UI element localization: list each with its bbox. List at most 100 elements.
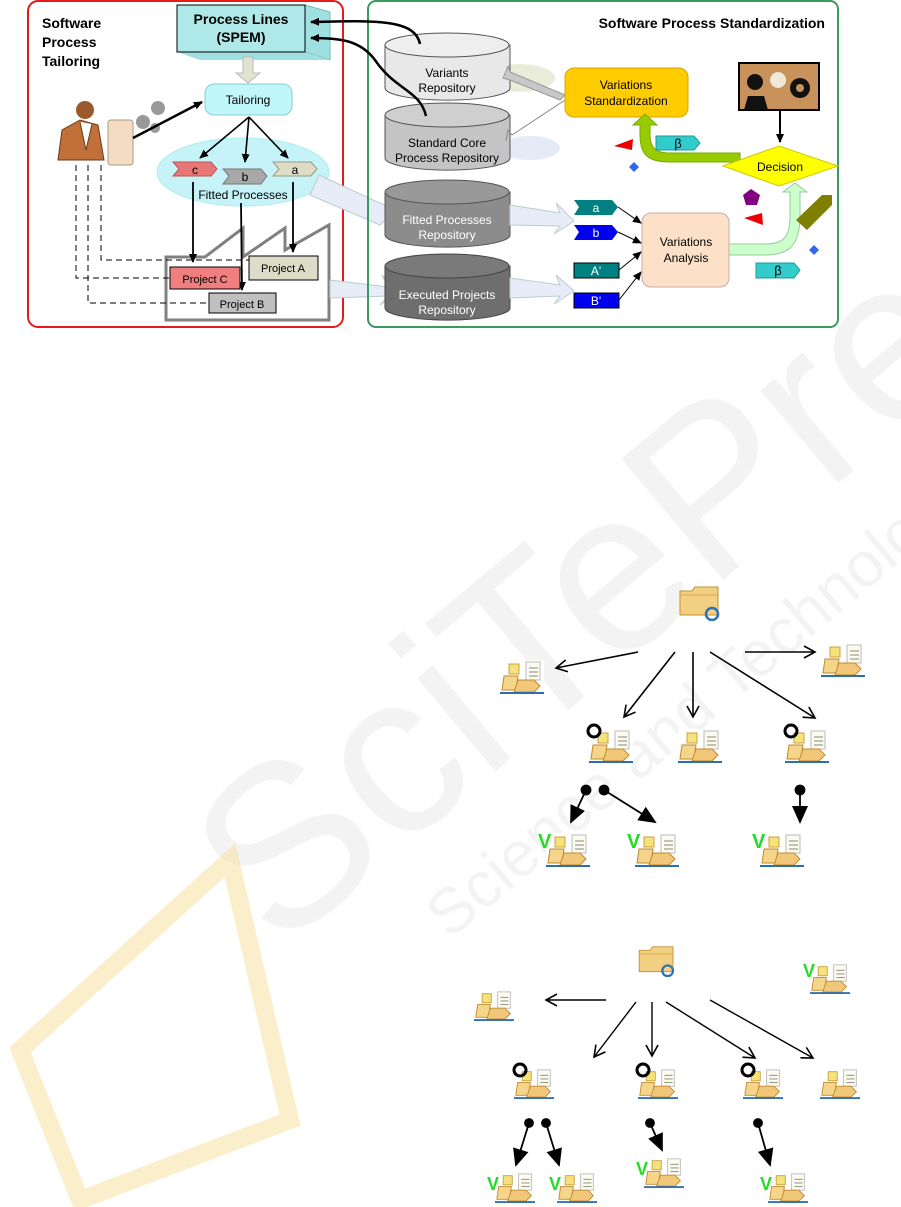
to-fitted-repo-arrow: [309, 174, 396, 226]
repo-label: Executed Projects: [399, 288, 496, 302]
project-c-box: [169, 266, 241, 290]
optional-marker-icon: [635, 1062, 651, 1078]
process-folder-icon: [638, 945, 675, 977]
optional-marker-icon: [512, 1062, 528, 1078]
input-b-prime-box: [573, 292, 620, 309]
variant-mark-icon: V: [636, 1159, 648, 1179]
variant-mark-icon: V: [487, 1174, 499, 1194]
tailoring-frame: [27, 0, 344, 328]
input-label: b: [593, 226, 600, 240]
repo-label: Standard Core: [408, 136, 486, 150]
variant-mark-icon: V: [752, 831, 766, 853]
beta-label: β: [774, 263, 781, 278]
tailoring-panel: Software Process Tailoring Process Lines…: [27, 0, 399, 328]
input-label: B': [591, 294, 601, 308]
variations-standardization-box: [564, 67, 689, 118]
chevron-label: b: [242, 170, 249, 184]
chevron-b: [221, 168, 268, 185]
process-lines-title: Process Lines: [194, 11, 289, 27]
project-b-label: Project B: [220, 299, 265, 311]
repo-label: Fitted Processes: [402, 213, 491, 227]
role-icon: [557, 1172, 597, 1203]
role-icon: [821, 643, 865, 677]
repo-label: Repository: [418, 228, 475, 242]
variant-tree-2: V V V V V: [474, 945, 860, 1203]
optional-marker-icon: [740, 1062, 756, 1078]
blue-diamond-shape: [629, 162, 639, 172]
tailoring-box: [204, 83, 293, 116]
input-b-chevron: [574, 225, 618, 240]
project-a-label: Project A: [261, 263, 306, 275]
role-icon: [760, 833, 804, 867]
repo-label: Repository: [418, 303, 475, 317]
panel-title-line: Tailoring: [42, 53, 100, 69]
red-triangle-shape: [614, 139, 633, 150]
input-label: A': [591, 264, 601, 278]
role-icon: [785, 729, 829, 763]
input-label: a: [593, 201, 600, 215]
project-a-box: [248, 255, 319, 281]
role-icon: [820, 1068, 860, 1099]
dashed-links: [75, 165, 250, 304]
analysis-to-decision-arrow: [728, 182, 809, 256]
role-icon: [495, 1172, 535, 1203]
process-lines-box: Process Lines (SPEM): [176, 4, 331, 61]
beta-chevron: [755, 262, 801, 279]
chevron-a: [271, 161, 318, 177]
variations-standardization-label: Variations: [600, 78, 652, 92]
project-b-box: [208, 292, 277, 314]
executed-projects-repository: Executed Projects Repository: [384, 253, 511, 321]
decision-to-standardization-arrow: [631, 113, 741, 163]
role-icon: [514, 1068, 554, 1099]
role-icon: [810, 963, 850, 994]
role-icon: [500, 660, 544, 694]
to-variants-arrow: [502, 64, 566, 101]
variant-tree-1: V V V: [500, 585, 865, 867]
decision-maker-icon: [738, 62, 820, 111]
repo-label: Process Repository: [395, 151, 499, 165]
process-lines-subtitle: (SPEM): [217, 29, 266, 45]
optional-marker-icon: [783, 723, 799, 739]
role-icon: [638, 1068, 678, 1099]
variant-mark-icon: V: [803, 961, 815, 981]
blue-diamond-shape: [809, 245, 819, 255]
chevron-c: [171, 161, 218, 177]
fitted-processes-label: Fitted Processes: [198, 188, 287, 202]
role-icon: [474, 990, 514, 1021]
role-icon: [644, 1157, 684, 1188]
purple-pentagon-shape: [743, 189, 760, 205]
project-c-label: Project C: [182, 274, 227, 286]
panel-title-line: Process: [42, 34, 97, 50]
repo-label: Repository: [418, 81, 475, 95]
panel-title-line: Software: [42, 15, 101, 31]
decision-label: Decision: [757, 160, 803, 174]
fitted-processes-repository: Fitted Processes Repository: [384, 179, 511, 248]
variations-standardization-label: Standardization: [584, 94, 667, 108]
repo-label: Variants: [425, 66, 468, 80]
standard-core-repository: Standard Core Process Repository: [384, 102, 511, 171]
input-a-chevron: [574, 200, 618, 215]
olive-bar-shape: [796, 195, 832, 230]
to-standard-core-arrow: [505, 99, 566, 142]
watermark-logo: [9, 843, 301, 1207]
process-folder-icon: [678, 585, 720, 621]
variations-analysis-box: [641, 212, 730, 288]
input-a-prime-box: [573, 262, 620, 279]
person-at-computer-icon: [57, 101, 134, 166]
beta-label: β: [674, 136, 681, 151]
tailoring-label: Tailoring: [226, 93, 271, 107]
decision-diamond: [721, 145, 840, 187]
variations-analysis-label: Variations: [660, 235, 712, 249]
variant-mark-icon: V: [549, 1174, 561, 1194]
panel-title: Software Process Standardization: [599, 15, 825, 31]
role-icon: [635, 833, 679, 867]
standardization-panel: Software Process Standardization Variant…: [310, 0, 840, 328]
role-icon: [546, 833, 590, 867]
chevron-label: c: [192, 163, 198, 177]
role-icon: [743, 1068, 783, 1099]
optional-marker-icon: [586, 723, 602, 739]
variant-mark-icon: V: [760, 1174, 772, 1194]
down-arrow: [234, 56, 262, 84]
variant-mark-icon: V: [627, 831, 641, 853]
